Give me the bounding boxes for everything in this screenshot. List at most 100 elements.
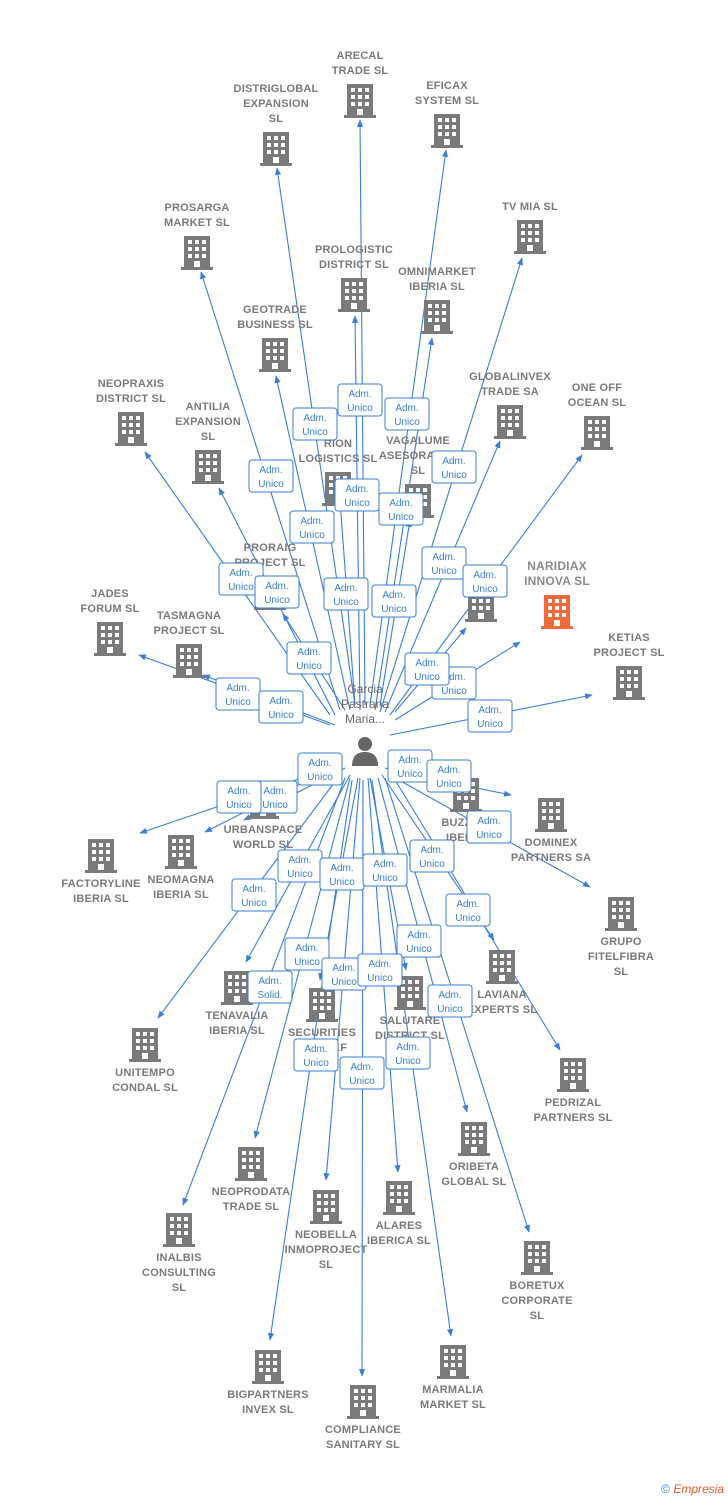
- role-badge-omnimarket[interactable]: Adm.Unico: [378, 492, 424, 526]
- role-badge-grupo[interactable]: Adm.Unico: [466, 810, 512, 844]
- company-label-line: BIGPARTNERS: [227, 1389, 308, 1401]
- role-badge-bigpartners[interactable]: Adm.Unico: [293, 1038, 339, 1072]
- role-badge-ranexo[interactable]: Adm.Unico: [404, 652, 450, 686]
- role-badge-boretux[interactable]: Adm.Unico: [427, 984, 473, 1018]
- role-badge-alares[interactable]: Adm.Unico: [357, 953, 403, 987]
- role-badge-compliance[interactable]: Adm.Unico: [339, 1056, 385, 1090]
- person-node[interactable]: GarciaPastranaMaria...: [341, 682, 389, 766]
- role-badge-tvmia[interactable]: Adm.Unico: [431, 450, 477, 484]
- role-badge-geotrade[interactable]: Adm.Unico: [289, 510, 335, 544]
- role-badge-unitempo[interactable]: Adm.Unico: [231, 878, 277, 912]
- role-badge-tenavalia[interactable]: Adm.Unico: [277, 849, 323, 883]
- company-label-line: TENAVALIA: [205, 1010, 268, 1022]
- role-badge-neopraxis[interactable]: Adm.Unico: [218, 562, 264, 596]
- company-label-line: UNITEMPO: [115, 1067, 175, 1079]
- role-badge-box: [384, 397, 430, 431]
- role-badge-text: Unico: [406, 944, 432, 955]
- company-label-line: VAGALUME: [386, 435, 450, 447]
- role-badge-neomagna[interactable]: Adm.Unico: [297, 752, 343, 786]
- brand-logo[interactable]: Empresia: [673, 1482, 724, 1496]
- role-badge-arecal[interactable]: Adm.Unico: [337, 383, 383, 417]
- role-badge-antilia[interactable]: Adm.Unico: [254, 575, 300, 609]
- role-badge-oneoff[interactable]: Adm.Unico: [462, 564, 508, 598]
- role-badge-securities[interactable]: Adm.Unico: [319, 857, 365, 891]
- role-badge-jades[interactable]: Adm.Unico: [215, 677, 261, 711]
- role-badge-text: Unico: [299, 530, 325, 541]
- role-badge-neobella[interactable]: Adm.Unico: [321, 957, 367, 991]
- role-badge-inalbis[interactable]: Adm.Solid.: [247, 970, 293, 1004]
- role-badge-prosarga[interactable]: Adm.Unico: [248, 459, 294, 493]
- company-label-line: TV MIA SL: [502, 201, 558, 213]
- role-badge-neoprodata[interactable]: Adm.Unico: [284, 937, 330, 971]
- role-badge-globalinvex[interactable]: Adm.Unico: [421, 546, 467, 580]
- role-badge-text: Unico: [294, 957, 320, 968]
- role-badge-proraig[interactable]: Adm.Unico: [286, 641, 332, 675]
- role-badge-text: Unico: [472, 584, 498, 595]
- role-badge-pedrizal[interactable]: Adm.Unico: [409, 839, 455, 873]
- company-label-line: URBANSPACE: [224, 824, 303, 836]
- role-badge-vagalume[interactable]: Adm.Unico: [371, 584, 417, 618]
- role-badge-factoryline[interactable]: Adm.Unico: [216, 780, 262, 814]
- building-icon: [535, 798, 567, 832]
- role-badge-box: [248, 459, 294, 493]
- role-badge-dominex[interactable]: Adm.Unico: [426, 759, 472, 793]
- role-badge-rion[interactable]: Adm.Unico: [323, 577, 369, 611]
- role-badge-buzzm[interactable]: Adm.Unico: [387, 749, 433, 783]
- role-badge-text: Adm.: [297, 647, 320, 658]
- company-label-line: ANTILIA: [186, 401, 231, 413]
- company-node-tvmia[interactable]: TV MIA SL: [502, 201, 558, 254]
- role-badge-eficax[interactable]: Adm.Unico: [384, 397, 430, 431]
- role-badge-salutare[interactable]: Adm.Unico: [362, 853, 408, 887]
- role-badge-text: Unico: [397, 769, 423, 780]
- role-badge-urbanspace[interactable]: Adm.Unico: [252, 780, 298, 814]
- relation-edge-tvmia: [379, 257, 523, 713]
- role-badge-prologistic[interactable]: Adm.Unico: [334, 478, 380, 512]
- role-badge-tasmagna[interactable]: Adm.Unico: [258, 690, 304, 724]
- role-badge-distriglobal[interactable]: Adm.Unico: [292, 407, 338, 441]
- role-badge-text: Adm.: [442, 672, 465, 683]
- role-badge-box: [378, 492, 424, 526]
- role-badge-ketias[interactable]: Adm.Unico: [467, 699, 513, 733]
- role-badge-marmalia[interactable]: Adm.Unico: [385, 1036, 431, 1070]
- role-badge-laviana[interactable]: Adm.Unico: [445, 893, 491, 927]
- building-icon: [192, 450, 224, 484]
- role-badge-text: Adm.: [229, 568, 252, 579]
- building-icon: [541, 595, 573, 629]
- role-badge-oribeta[interactable]: Adm.Unico: [396, 924, 442, 958]
